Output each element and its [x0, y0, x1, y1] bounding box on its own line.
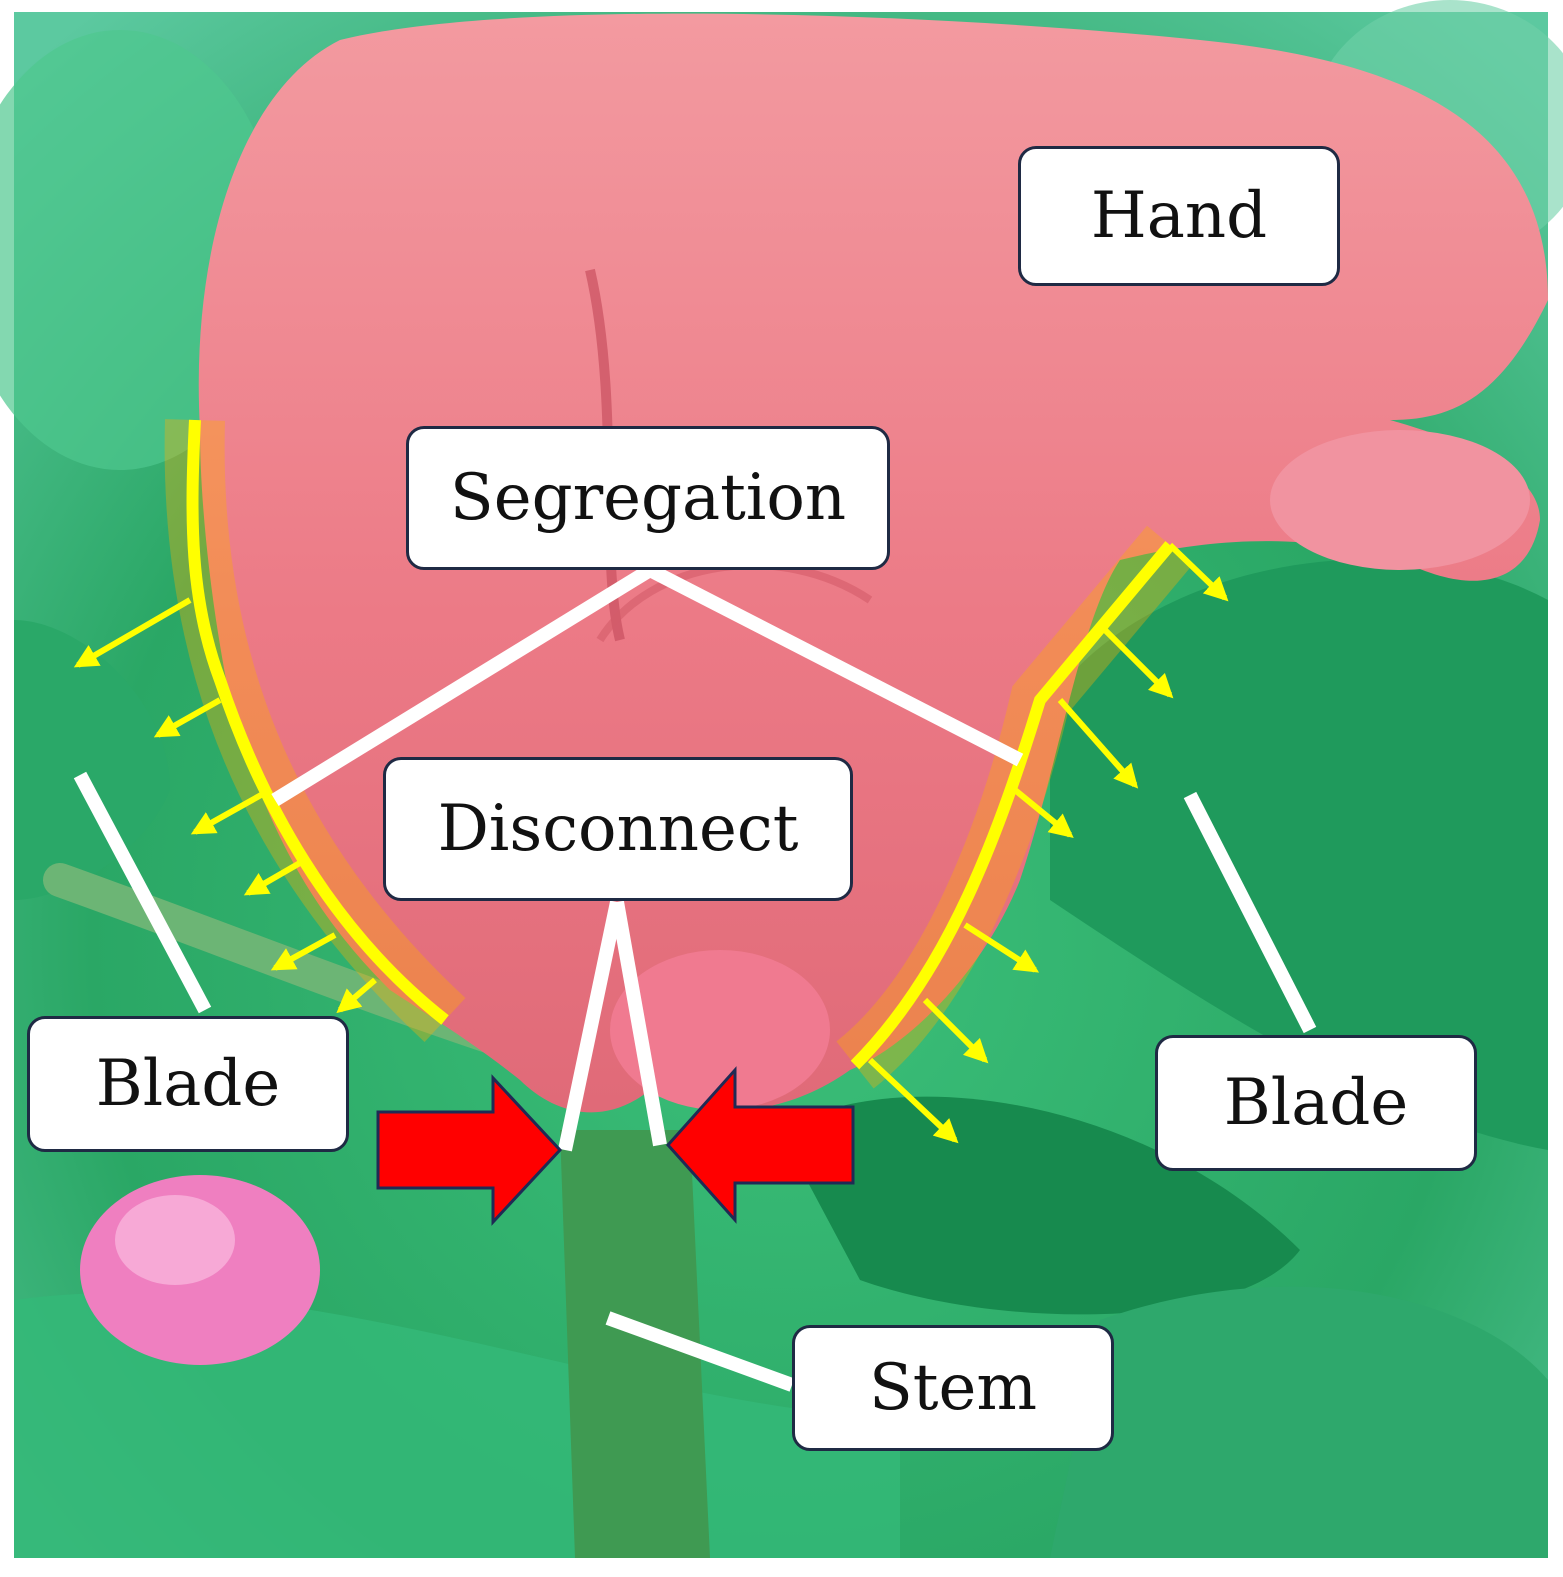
label-blade-right: Blade: [1155, 1035, 1477, 1171]
fingertip: [1270, 430, 1530, 570]
squeeze-arrow-right: [665, 1066, 855, 1224]
leaf-right-lower: [780, 1096, 1300, 1315]
contour-left: [186, 419, 449, 1025]
label-stem: Stem: [792, 1325, 1114, 1451]
pointer-segregation-left: [271, 564, 654, 806]
leaf-bottom-right: [1050, 1286, 1548, 1558]
pointer-blade-left: [73, 771, 212, 1014]
force-arrows-left: [73, 597, 377, 1014]
stem: [560, 1130, 710, 1558]
label-hand: Hand: [1018, 146, 1340, 286]
force-arrows-right: [867, 542, 1229, 1144]
contour-right: [850, 541, 1175, 1070]
label-disconnect: Disconnect: [383, 757, 853, 901]
leaf-right-blade: [1050, 559, 1548, 1150]
pointer-disconnect-right: [610, 900, 667, 1147]
pointer-disconnect-left: [558, 900, 624, 1152]
label-segregation: Segregation: [406, 426, 890, 570]
flower-bud: [610, 950, 830, 1110]
pointer-segregation-right: [646, 563, 1024, 767]
pointer-stem: [605, 1311, 795, 1392]
squeeze-arrow-left: [376, 1074, 563, 1226]
pointer-lines: [73, 563, 1317, 1392]
pointer-blade-right: [1183, 791, 1317, 1034]
leaf-left-blade: [14, 620, 170, 900]
label-blade-left: Blade: [27, 1016, 349, 1152]
